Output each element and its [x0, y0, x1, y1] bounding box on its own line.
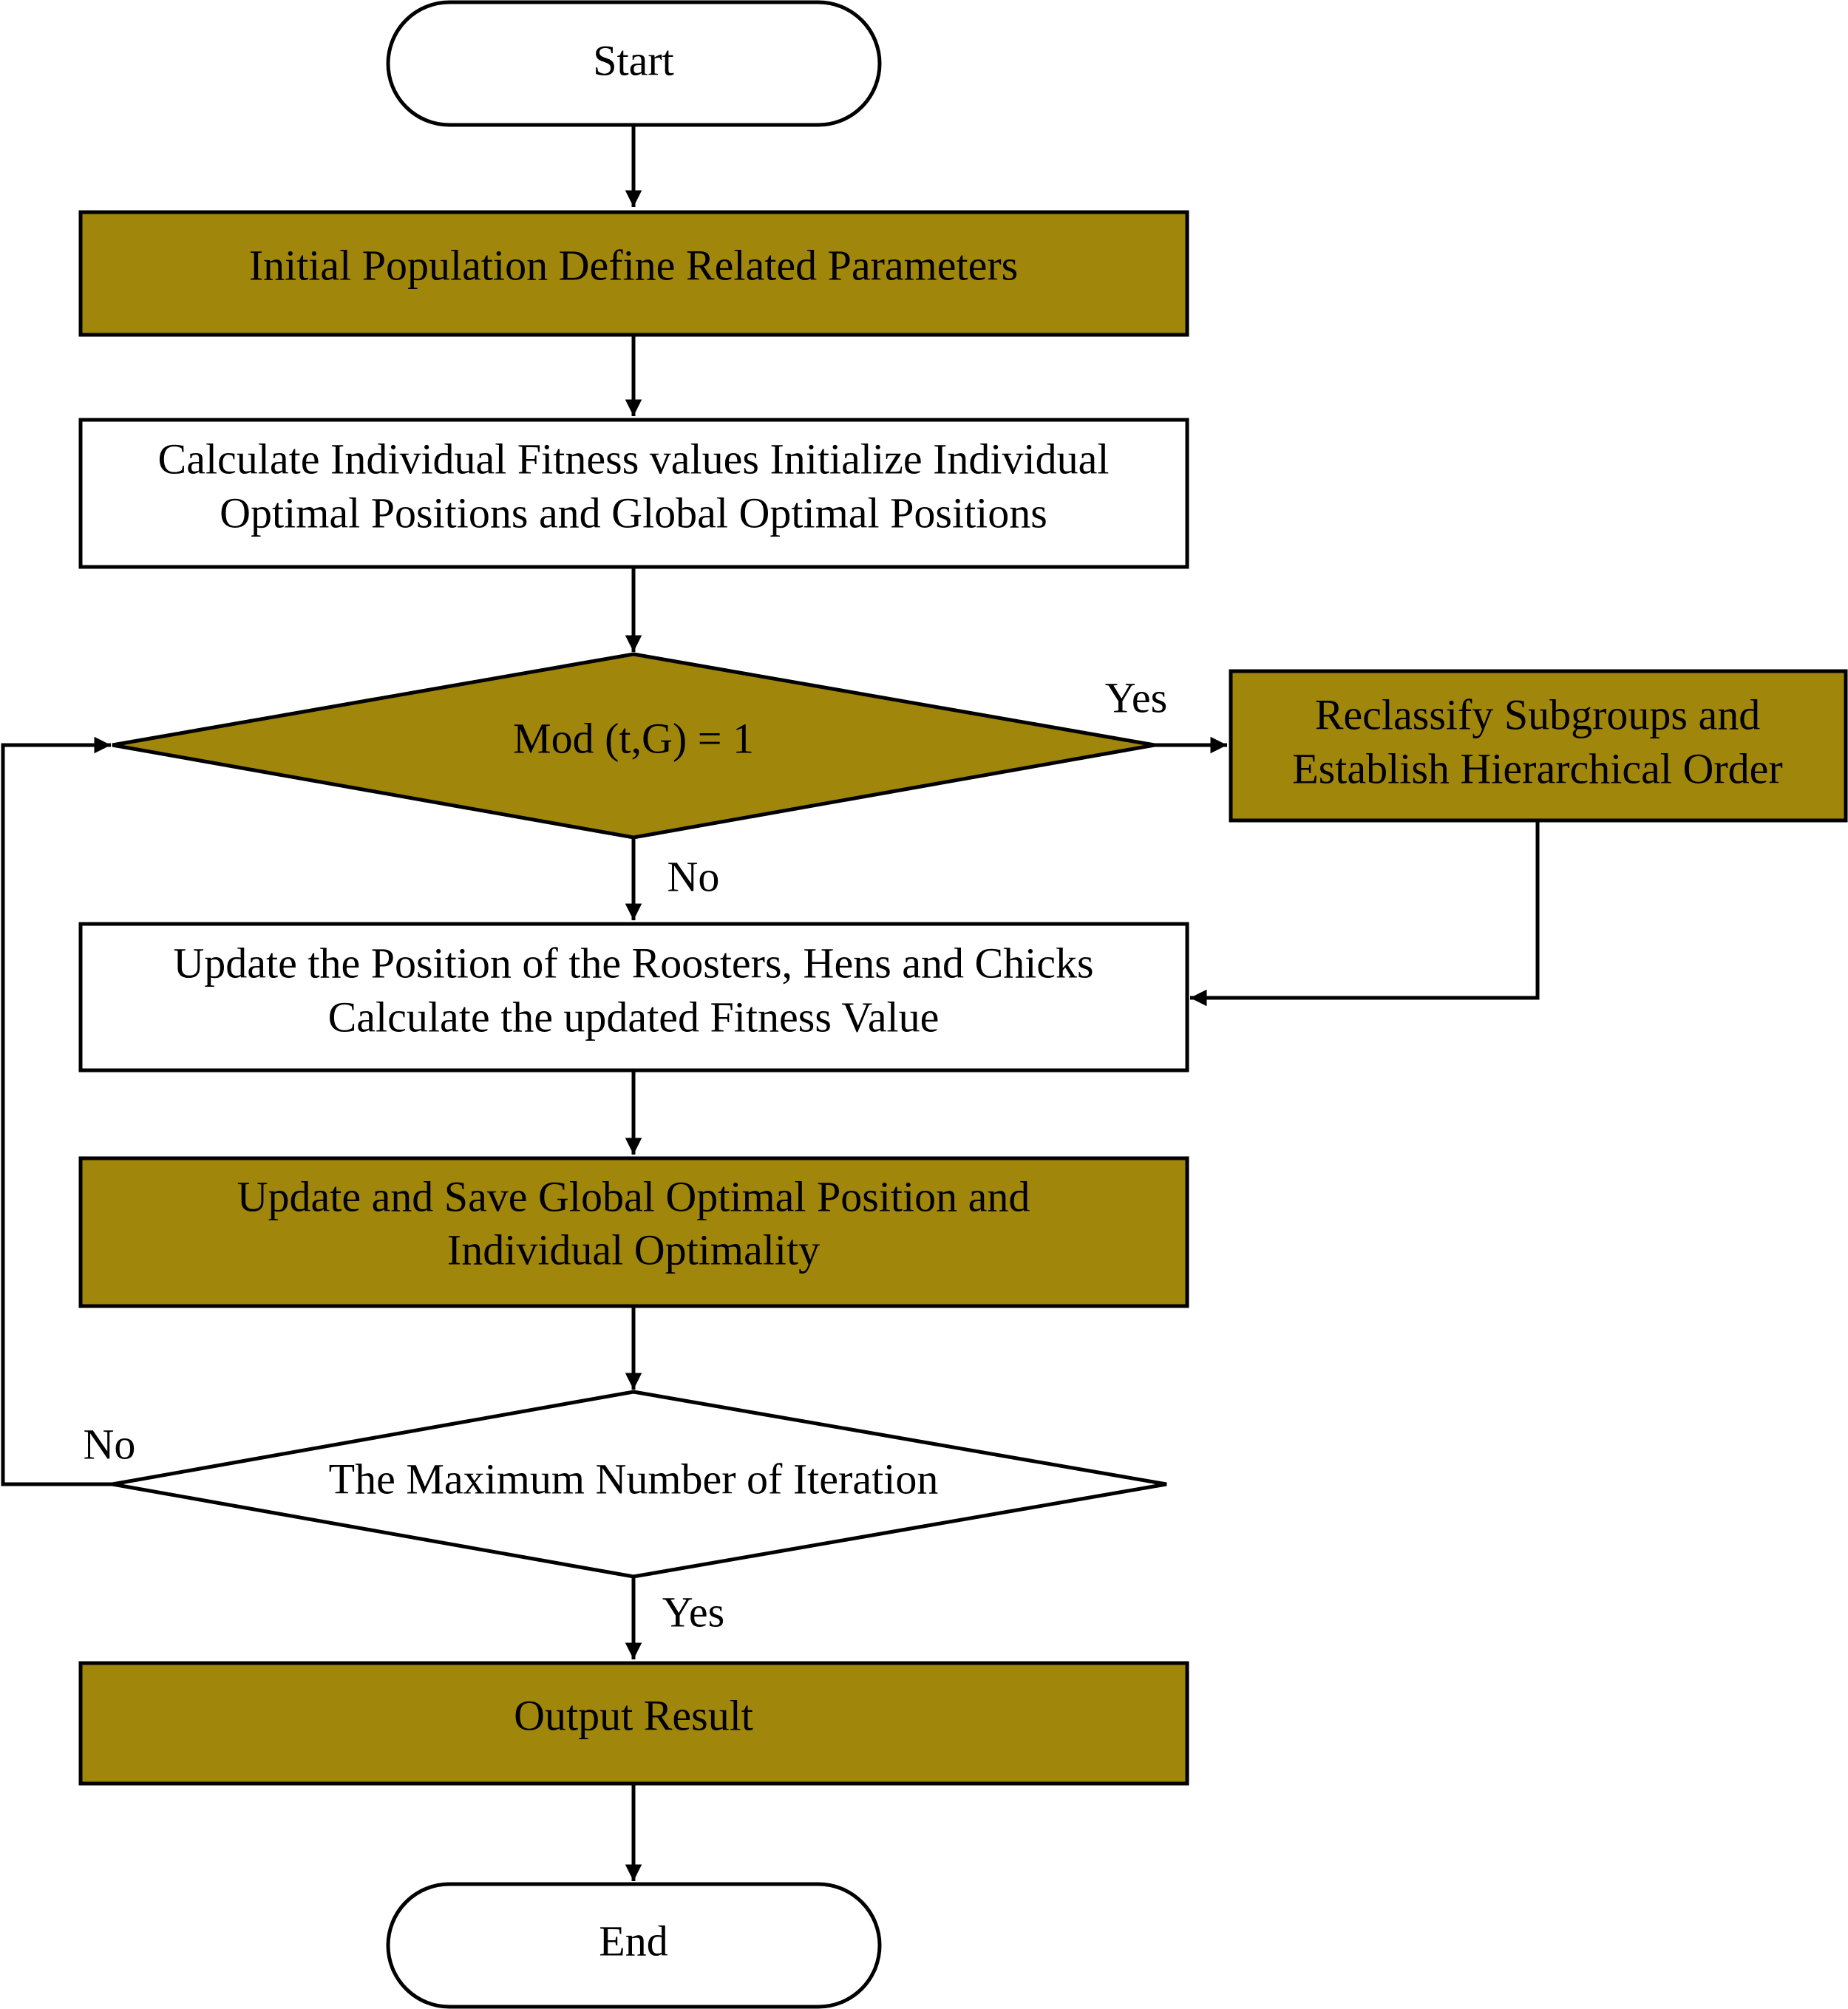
- output-box: Output Result: [78, 1661, 1189, 1786]
- start-terminal: Start: [386, 0, 882, 127]
- iteration-yes-label: Yes: [662, 1588, 724, 1636]
- update-position-box: Update the Position of the Roosters, Hen…: [78, 922, 1189, 1073]
- arrow-iteration-no-loop-back: [1, 736, 112, 1486]
- calc-fitness-box: Calculate Individual Fitness values Init…: [78, 418, 1189, 569]
- update-save-box: Update and Save Global Optimal Position …: [78, 1156, 1189, 1308]
- max-iteration-diamond: The Maximum Number of Iteration: [112, 1390, 1167, 1579]
- mod-decision-label: Mod (t,G) = 1: [513, 714, 754, 762]
- start-label: Start: [593, 36, 674, 84]
- calc-fitness-line1: Calculate Individual Fitness values Init…: [158, 435, 1110, 483]
- init-population-label: Initial Population Define Related Parame…: [249, 241, 1018, 289]
- init-population-box: Initial Population Define Related Parame…: [78, 210, 1189, 337]
- update-position-line2: Calculate the updated Fitness Value: [328, 993, 940, 1041]
- mod-decision-diamond: Mod (t,G) = 1: [112, 652, 1155, 840]
- mod-yes-label: Yes: [1105, 673, 1167, 721]
- update-save-line1: Update and Save Global Optimal Position …: [237, 1172, 1030, 1220]
- arrow-reclassify-to-update: [1190, 820, 1540, 1007]
- calc-fitness-line2: Optimal Positions and Global Optimal Pos…: [220, 489, 1047, 537]
- update-save-line2: Individual Optimality: [447, 1226, 820, 1274]
- end-label: End: [599, 1917, 667, 1965]
- output-label: Output Result: [514, 1691, 753, 1739]
- end-terminal: End: [386, 1882, 882, 2009]
- reclassify-box: Reclassify Subgroups and Establish Hiera…: [1229, 669, 1848, 823]
- mod-no-label: No: [667, 852, 720, 900]
- update-position-line1: Update the Position of the Roosters, Hen…: [173, 939, 1093, 987]
- reclassify-line1: Reclassify Subgroups and: [1315, 690, 1761, 738]
- iteration-no-label: No: [84, 1420, 136, 1468]
- max-iteration-label: The Maximum Number of Iteration: [329, 1455, 939, 1503]
- reclassify-line2: Establish Hierarchical Order: [1292, 744, 1783, 792]
